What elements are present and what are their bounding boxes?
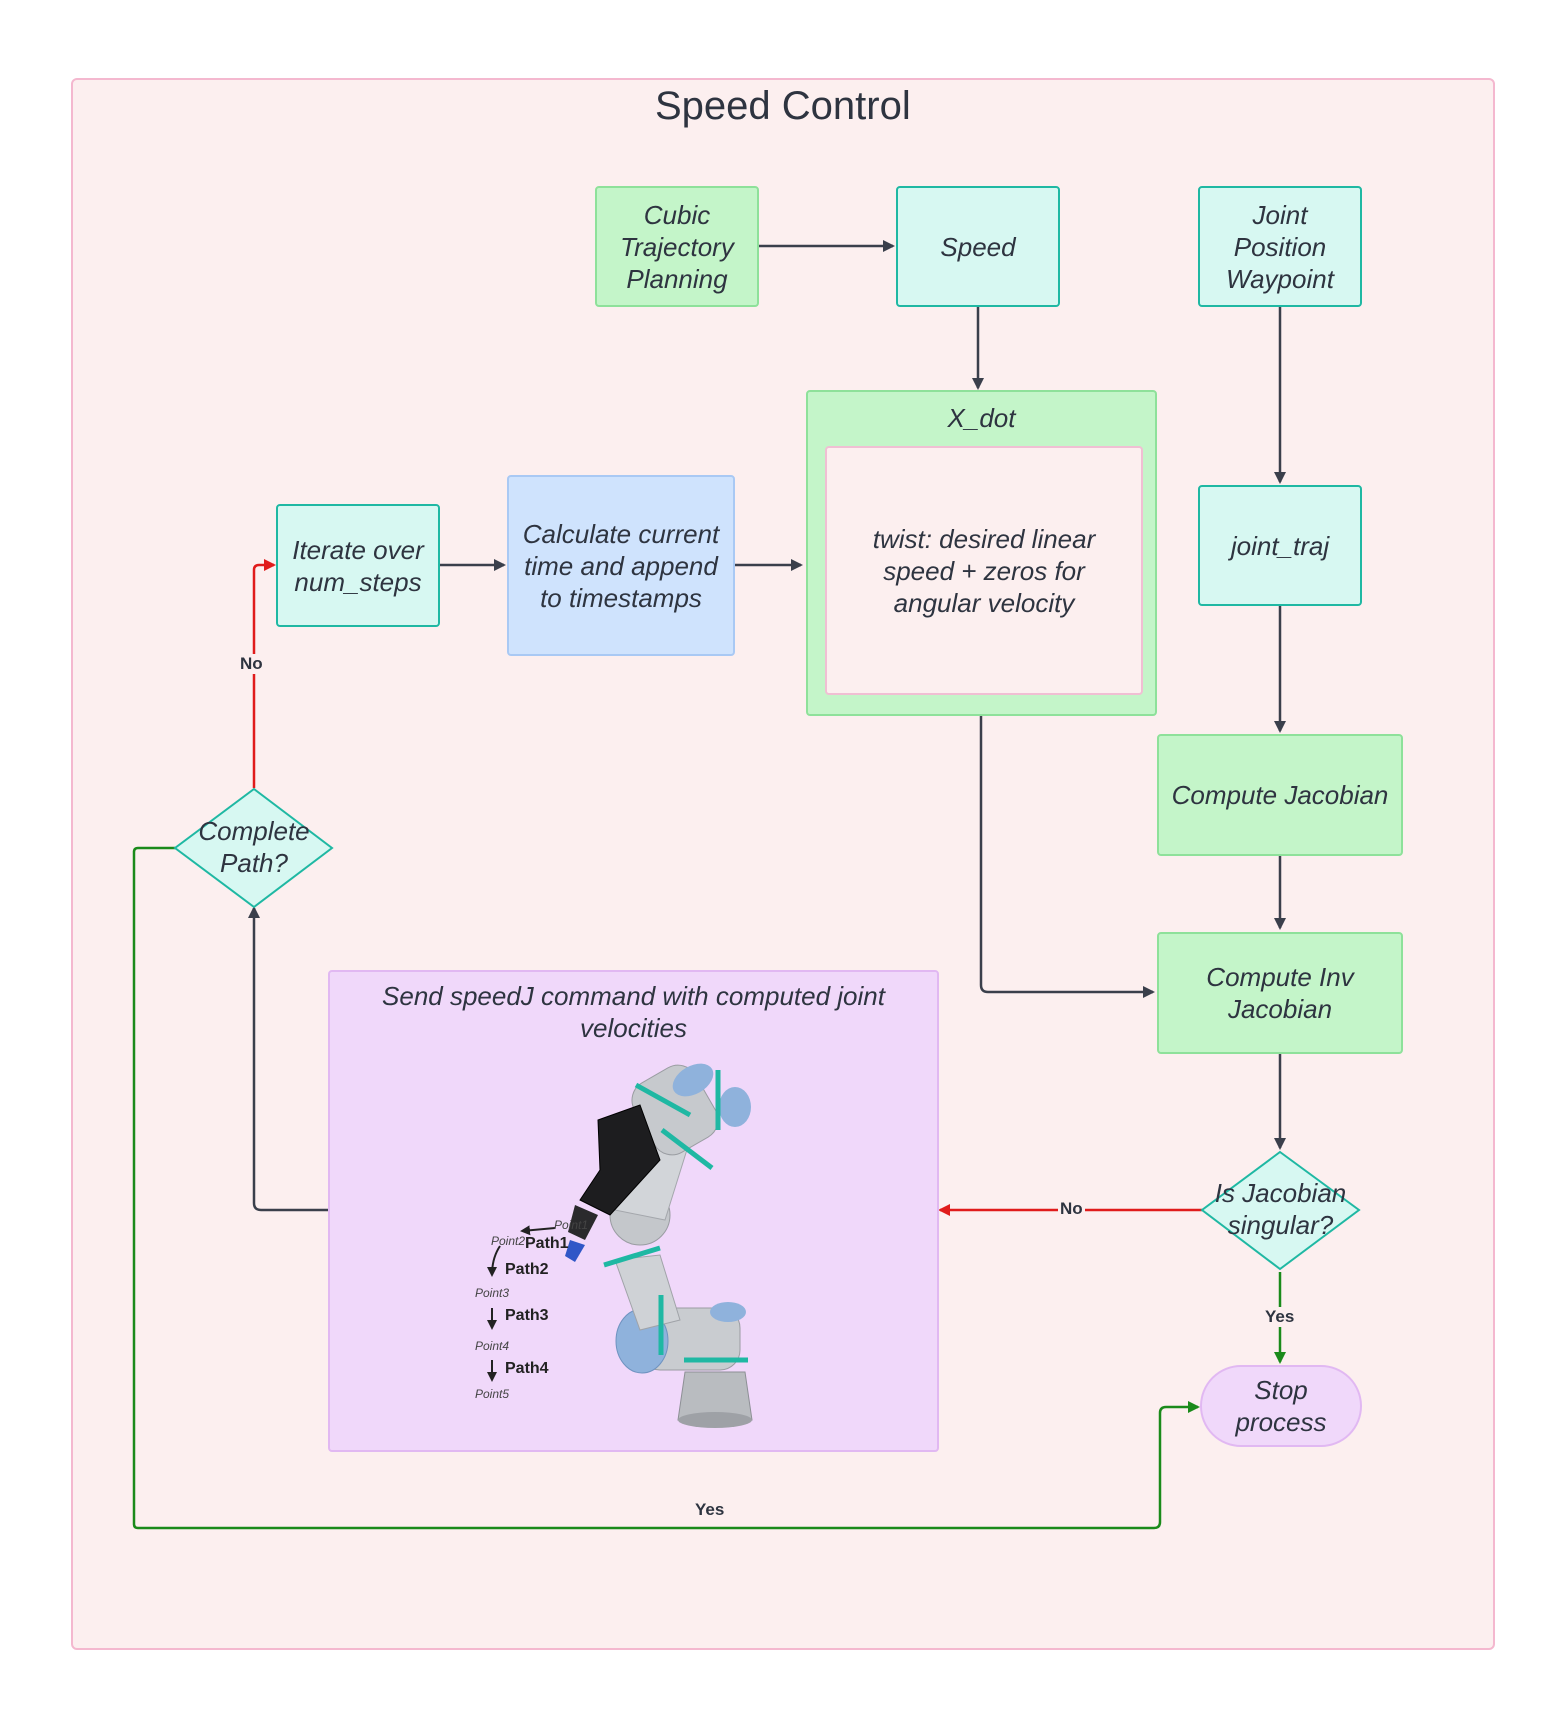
edge-speedj-complete <box>248 906 328 1212</box>
node-compute-inv-jacobian[interactable]: Compute Inv Jacobian <box>1157 932 1403 1054</box>
node-complete-path[interactable]: Complete Path? <box>174 815 334 879</box>
node-stop-process[interactable]: Stop process <box>1200 1365 1362 1447</box>
node-joint-traj-label: joint_traj <box>1230 530 1330 561</box>
diamond-is-singular <box>1200 1150 1361 1271</box>
edge-label-yes-right: Yes <box>1263 1307 1297 1327</box>
node-iterate-label: Iterate over num_steps <box>292 534 424 597</box>
node-complete-path-label: Complete Path? <box>198 816 310 878</box>
robot-point1: Point1 <box>554 1218 589 1232</box>
node-speed[interactable]: Speed <box>896 186 1060 307</box>
node-twist-label: twist: desired linear speed + zeros for … <box>872 523 1096 618</box>
node-cubic-trajectory[interactable]: Cubic Trajectory Planning <box>595 186 759 307</box>
node-stop-label: Stop process <box>1235 1375 1327 1437</box>
node-x-dot-label: X_dot <box>947 403 1016 433</box>
node-compute-jacobian-label: Compute Jacobian <box>1171 780 1389 810</box>
robot-point4: Point4 <box>475 1339 510 1353</box>
node-joint-waypoint[interactable]: Joint Position Waypoint <box>1198 186 1362 307</box>
edge-complete-iterate <box>252 559 276 788</box>
node-calc-time[interactable]: Calculate current time and append to tim… <box>507 475 735 656</box>
edge-xdot-inv <box>979 715 1155 998</box>
node-joint-traj[interactable]: joint_traj <box>1198 485 1362 606</box>
node-speed-label: Speed <box>940 231 1016 262</box>
edge-label-no-mid: No <box>1058 1199 1085 1219</box>
robot-path2: Path2 <box>505 1261 549 1278</box>
edge-label-no-top: No <box>238 654 265 674</box>
node-is-singular-label: Is Jacobian singular? <box>1214 1178 1347 1240</box>
robot-point2: Point2 <box>491 1234 526 1248</box>
node-compute-jacobian[interactable]: Compute Jacobian <box>1157 734 1403 856</box>
node-compute-inv-jacobian-label: Compute Inv Jacobian <box>1206 962 1354 1024</box>
node-is-singular[interactable]: Is Jacobian singular? <box>1198 1177 1363 1241</box>
node-send-speedj-label: Send speedJ command with computed joint … <box>382 981 885 1043</box>
robot-path4: Path4 <box>505 1360 549 1377</box>
robot-path3: Path3 <box>505 1307 549 1324</box>
node-twist[interactable]: twist: desired linear speed + zeros for … <box>825 446 1143 695</box>
diagram-title-text: Speed Control <box>655 84 911 128</box>
diamond-complete-path <box>173 787 334 909</box>
robot-path1: Path1 <box>525 1235 569 1252</box>
node-joint-waypoint-label: Joint Position Waypoint <box>1226 199 1334 294</box>
edge-complete-stop <box>132 846 1200 1530</box>
edge-label-yes-bottom: Yes <box>693 1500 727 1520</box>
robot-point5: Point5 <box>475 1387 510 1401</box>
node-calc-time-label: Calculate current time and append to tim… <box>522 518 720 613</box>
node-cubic-label: Cubic Trajectory Planning <box>620 199 734 294</box>
robot-point3: Point3 <box>475 1286 510 1300</box>
node-iterate[interactable]: Iterate over num_steps <box>276 504 440 627</box>
